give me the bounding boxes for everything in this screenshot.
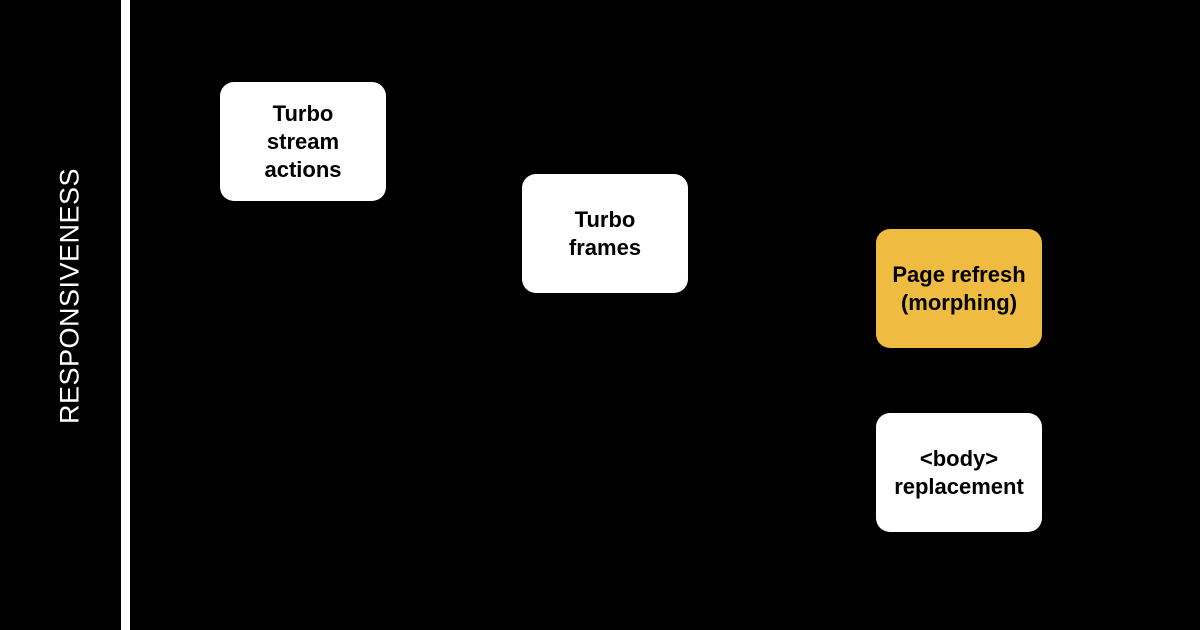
- box-label: Turbo frames: [568, 206, 642, 260]
- box-label: <body> replacement: [894, 445, 1024, 499]
- box-label: Turbo stream actions: [264, 100, 342, 182]
- box-page-refresh-morphing: Page refresh (morphing): [876, 229, 1042, 348]
- box-label: Page refresh (morphing): [892, 261, 1026, 315]
- box-turbo-frames: Turbo frames: [522, 174, 688, 293]
- box-body-replacement: <body> replacement: [876, 413, 1042, 532]
- axis-label: RESPONSIVENESS: [54, 167, 85, 425]
- box-turbo-stream-actions: Turbo stream actions: [220, 82, 386, 201]
- axis-line: [121, 0, 130, 630]
